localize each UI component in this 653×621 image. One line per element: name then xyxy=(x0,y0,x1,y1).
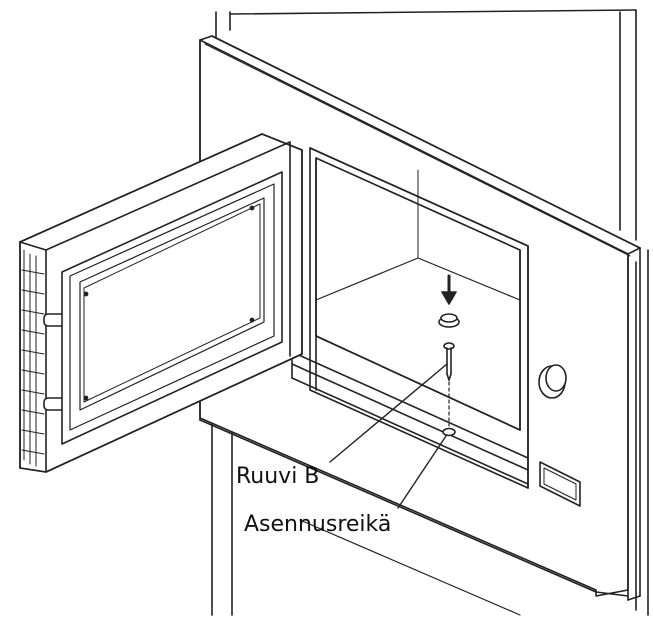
hole-leader-line xyxy=(397,435,447,509)
screw-b xyxy=(443,342,455,427)
screw-b-label: Ruuvi B xyxy=(236,464,320,489)
mounting-hole-label: Asennusreikä xyxy=(244,512,392,537)
open-door xyxy=(19,133,303,473)
screw-leader-line xyxy=(329,363,448,463)
mounting-hole xyxy=(442,427,456,437)
display-window xyxy=(539,461,581,507)
insert-arrow-icon xyxy=(441,274,457,305)
oven-cavity xyxy=(291,147,529,489)
control-knob xyxy=(538,364,567,399)
screw-cap xyxy=(438,313,460,328)
